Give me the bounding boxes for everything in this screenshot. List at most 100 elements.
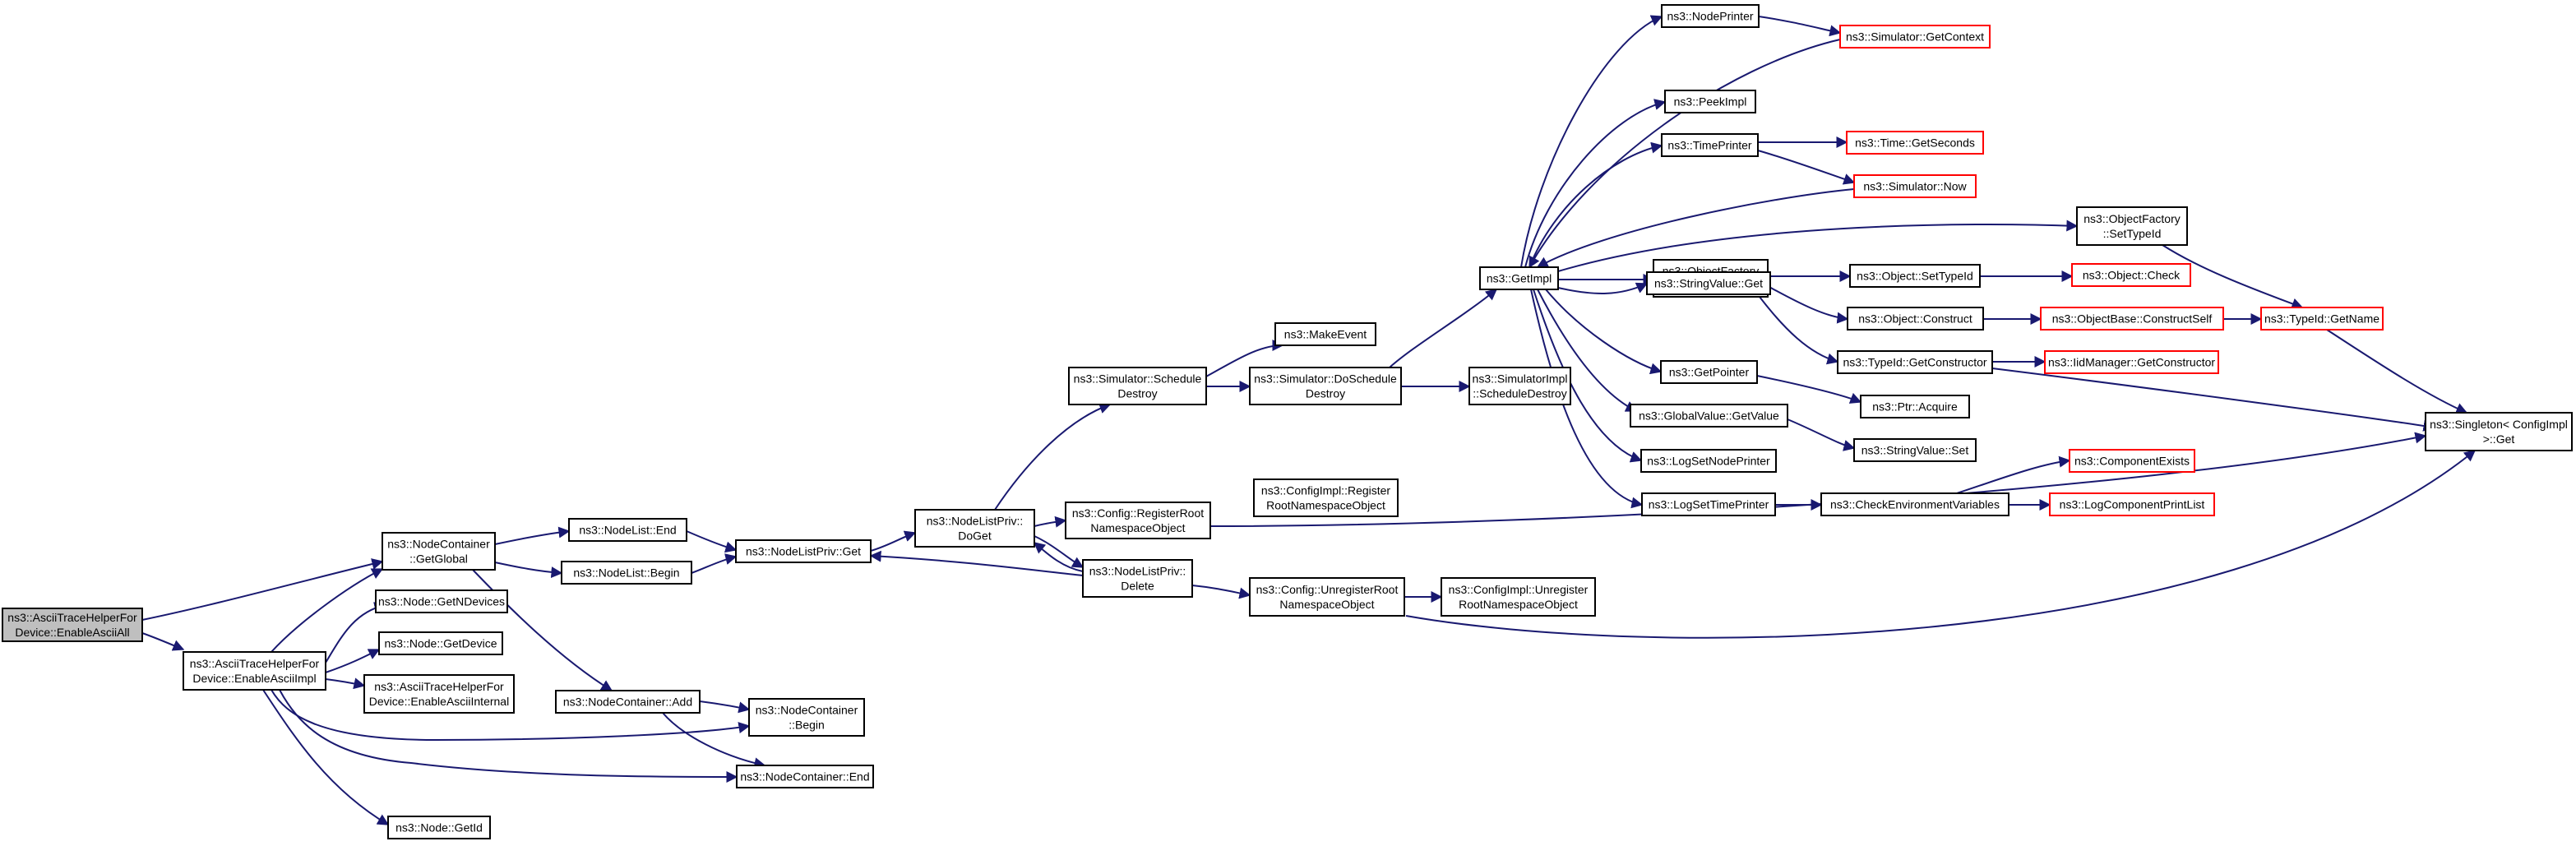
node-box[interactable] (1837, 350, 1993, 374)
node-box[interactable] (1068, 367, 1207, 405)
node-compexists[interactable]: ns3::ComponentExists (2069, 449, 2195, 473)
node-box[interactable] (1249, 367, 1402, 405)
node-ncadd[interactable]: ns3::NodeContainer::Add (555, 690, 701, 714)
node-gvgetvalue[interactable]: ns3::GlobalValue::GetValue (1630, 404, 1788, 428)
node-box[interactable] (363, 674, 515, 714)
node-enableimpl[interactable]: ns3::AsciiTraceHelperForDevice::EnableAs… (183, 651, 326, 691)
node-makeevent[interactable]: ns3::MakeEvent (1274, 322, 1376, 346)
node-box[interactable] (1853, 174, 1977, 198)
node-box[interactable] (1441, 577, 1596, 617)
node-simnow[interactable]: ns3::Simulator::Now (1853, 174, 1977, 198)
node-box[interactable] (748, 698, 865, 737)
node-root[interactable]: ns3::AsciiTraceHelperForDevice::EnableAs… (2, 608, 143, 642)
node-schedDestroy[interactable]: ns3::Simulator::ScheduleDestroy (1068, 367, 1207, 405)
node-enableinternal[interactable]: ns3::AsciiTraceHelperForDevice::EnableAs… (363, 674, 515, 714)
node-box[interactable] (1468, 367, 1571, 405)
node-box[interactable] (1253, 478, 1399, 517)
node-getimpl[interactable]: ns3::GetImpl (1479, 266, 1559, 290)
node-nlpdelete[interactable]: ns3::NodeListPriv::Delete (1082, 559, 1193, 598)
node-box[interactable] (1839, 25, 1991, 49)
node-box[interactable] (735, 539, 872, 563)
node-box[interactable] (1479, 266, 1559, 290)
node-box[interactable] (2044, 350, 2219, 374)
node-objsettypeid[interactable]: ns3::Object::SetTypeId (1849, 264, 1981, 288)
node-logsetnode[interactable]: ns3::LogSetNodePrinter (1640, 449, 1777, 473)
node-box[interactable] (1847, 307, 1984, 331)
node-box[interactable] (1630, 404, 1788, 428)
node-box[interactable] (1646, 271, 1771, 295)
node-ofsettypeid[interactable]: ns3::ObjectFactory::SetTypeId (2076, 206, 2188, 246)
node-ncbegin[interactable]: ns3::NodeContainer::Begin (748, 698, 865, 737)
node-cfgimplreg[interactable]: ns3::ConfigImpl::RegisterRootNamespaceOb… (1253, 478, 1399, 517)
node-timegetsec[interactable]: ns3::Time::GetSeconds (1846, 131, 1984, 155)
node-box[interactable] (1853, 438, 1977, 462)
node-getndevices[interactable]: ns3::Node::GetNDevices (375, 589, 508, 613)
call-edge (1758, 16, 1842, 37)
node-simgetctx[interactable]: ns3::Simulator::GetContext (1839, 25, 1991, 49)
node-ptracquire[interactable]: ns3::Ptr::Acquire (1860, 395, 1970, 418)
node-box[interactable] (1274, 322, 1376, 346)
node-box[interactable] (736, 765, 874, 788)
node-box[interactable] (2069, 449, 2195, 473)
node-box[interactable] (1640, 449, 1777, 473)
node-timeprinter[interactable]: ns3::TimePrinter (1661, 133, 1759, 157)
node-label: ns3::Config::RegisterRoot (1072, 506, 1204, 520)
node-box[interactable] (2, 608, 143, 642)
node-typeidgetctor[interactable]: ns3::TypeId::GetConstructor (1837, 350, 1993, 374)
node-typeidgetname[interactable]: ns3::TypeId::GetName (2260, 307, 2384, 331)
node-objconstruct[interactable]: ns3::Object::Construct (1847, 307, 1984, 331)
node-box[interactable] (568, 518, 687, 542)
node-nlpdoget[interactable]: ns3::NodeListPriv::DoGet (914, 509, 1035, 548)
node-checkenv[interactable]: ns3::CheckEnvironmentVariables (1820, 492, 2009, 516)
node-box[interactable] (555, 690, 701, 714)
node-nodeprinter[interactable]: ns3::NodePrinter (1661, 4, 1760, 28)
node-box[interactable] (378, 631, 503, 655)
node-box[interactable] (2425, 412, 2573, 451)
node-getglobal[interactable]: ns3::NodeContainer::GetGlobal (382, 532, 496, 571)
node-box[interactable] (387, 816, 491, 839)
node-box[interactable] (561, 561, 692, 585)
node-box[interactable] (1860, 395, 1970, 418)
node-box[interactable] (2260, 307, 2384, 331)
node-box[interactable] (2040, 307, 2224, 331)
node-box[interactable] (382, 532, 496, 571)
node-getdevice[interactable]: ns3::Node::GetDevice (378, 631, 503, 655)
node-box[interactable] (1249, 577, 1405, 617)
node-nlend[interactable]: ns3::NodeList::End (568, 518, 687, 542)
node-iidmgrgetctor[interactable]: ns3::IidManager::GetConstructor (2044, 350, 2219, 374)
node-objcheck[interactable]: ns3::Object::Check (2071, 263, 2191, 287)
node-box[interactable] (375, 589, 508, 613)
node-box[interactable] (183, 651, 326, 691)
node-objbaseconstruct[interactable]: ns3::ObjectBase::ConstructSelf (2040, 307, 2224, 331)
node-nlpget[interactable]: ns3::NodeListPriv::Get (735, 539, 872, 563)
node-unregroot[interactable]: ns3::Config::UnregisterRootNamespaceObje… (1249, 577, 1405, 617)
node-logsettime[interactable]: ns3::LogSetTimePrinter (1641, 492, 1776, 516)
node-box[interactable] (1846, 131, 1984, 155)
node-cfgimplunreg[interactable]: ns3::ConfigImpl::UnregisterRootNamespace… (1441, 577, 1596, 617)
node-box[interactable] (1664, 90, 1756, 113)
node-peekimpl[interactable]: ns3::PeekImpl (1664, 90, 1756, 113)
node-box[interactable] (1660, 360, 1758, 384)
node-strget[interactable]: ns3::StringValue::Get (1646, 271, 1771, 295)
node-ncend[interactable]: ns3::NodeContainer::End (736, 765, 874, 788)
node-box[interactable] (1082, 559, 1193, 598)
node-singleton[interactable]: ns3::Singleton< ConfigImpl >::Get (2425, 412, 2573, 451)
node-strset[interactable]: ns3::StringValue::Set (1853, 438, 1977, 462)
node-nlbegin[interactable]: ns3::NodeList::Begin (561, 561, 692, 585)
node-simimplsched[interactable]: ns3::SimulatorImpl::ScheduleDestroy (1468, 367, 1571, 405)
node-box[interactable] (1820, 492, 2009, 516)
node-box[interactable] (2071, 263, 2191, 287)
node-getpointer[interactable]: ns3::GetPointer (1660, 360, 1758, 384)
node-box[interactable] (1661, 4, 1760, 28)
node-box[interactable] (1065, 502, 1211, 539)
node-box[interactable] (1661, 133, 1759, 157)
node-box[interactable] (1641, 492, 1776, 516)
node-box[interactable] (914, 509, 1035, 548)
node-box[interactable] (2076, 206, 2188, 246)
node-box[interactable] (1849, 264, 1981, 288)
node-getid[interactable]: ns3::Node::GetId (387, 816, 491, 839)
node-box[interactable] (2049, 492, 2215, 516)
node-logcompprint[interactable]: ns3::LogComponentPrintList (2049, 492, 2215, 516)
